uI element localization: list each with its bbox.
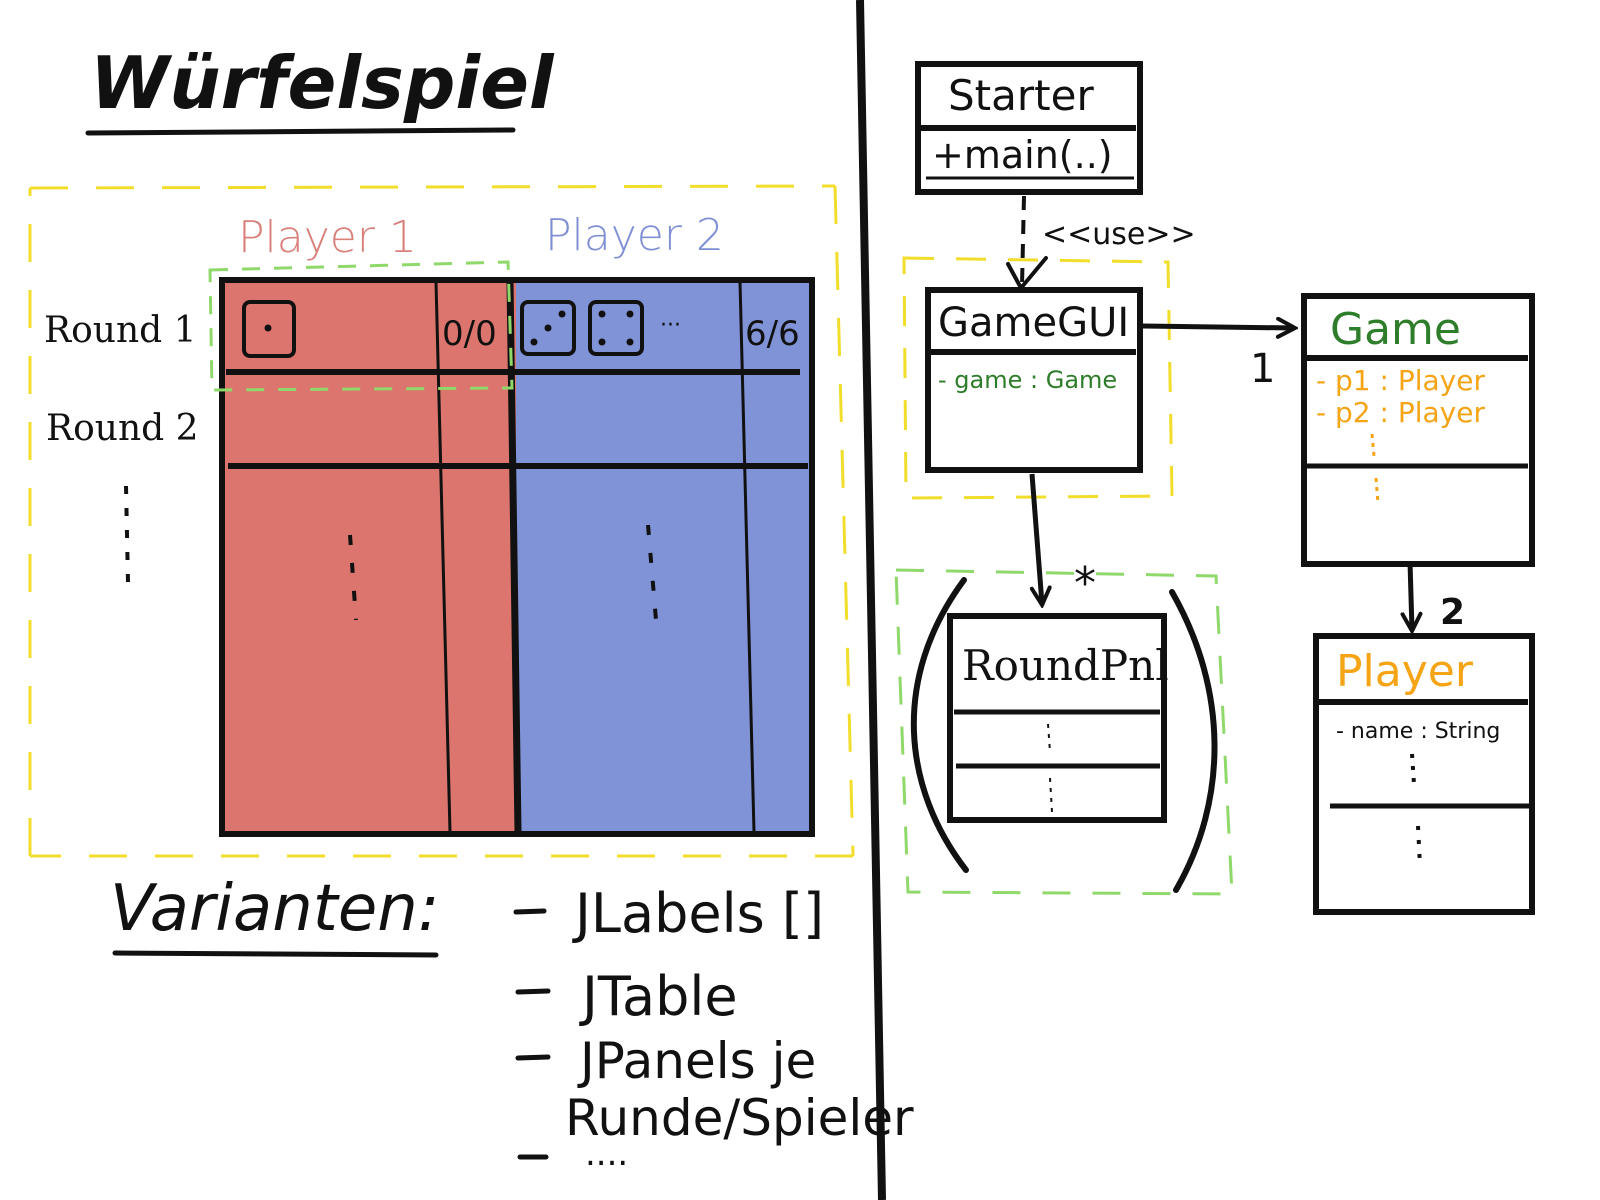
use-dependency-arrow	[1020, 195, 1026, 287]
class-attribute: - game : Game	[938, 366, 1117, 394]
variant-item: Runde/Spieler	[565, 1089, 914, 1147]
use-stereotype: <<use>>	[1042, 217, 1196, 252]
player2-label: Player 2	[545, 210, 724, 261]
title-underline	[85, 127, 516, 136]
uml-class-game: Game - p1 : Player - p2 : Player	[1301, 293, 1535, 567]
class-attribute: - name : String	[1336, 719, 1500, 744]
player2-score: 6/6	[745, 314, 800, 354]
round1-label: Round 1	[44, 310, 197, 351]
gamegui-game-association	[1141, 326, 1294, 328]
page-divider	[856, 0, 886, 1200]
variant-item: JPanels je	[577, 1032, 816, 1090]
gamegui-yellow-frame	[902, 256, 1174, 500]
variants-heading: Varianten:	[110, 872, 439, 946]
game-player-association	[1410, 561, 1412, 630]
die-one-icon	[242, 300, 296, 358]
variant-item: JTable	[579, 965, 738, 1028]
cell-green-highlight	[208, 260, 514, 392]
uml-class-gamegui: GameGUI - game : Game	[925, 287, 1143, 473]
round2-label: Round 2	[46, 408, 199, 449]
use-arrowhead	[1006, 256, 1048, 292]
uml-class-player: Player - name : String	[1313, 633, 1535, 915]
uml-class-starter: Starter +main(..)	[915, 61, 1143, 195]
mockup-outer-border	[219, 277, 815, 837]
class-name: Game	[1330, 304, 1461, 355]
page-title: Würfelspiel	[90, 41, 555, 125]
gamegui-roundpnl-association	[1029, 473, 1042, 604]
class-method: +main(..)	[932, 133, 1113, 177]
variant-item: ....	[585, 1134, 628, 1174]
roundpnl-green-frame	[894, 568, 1234, 896]
mockup-yellow-frame	[28, 184, 855, 858]
variant-item: JLabels []	[572, 882, 824, 945]
multiplicity-round: *	[1074, 558, 1096, 609]
multiplicity-game: 1	[1250, 346, 1275, 392]
player1-column	[222, 280, 516, 836]
class-attribute: - p2 : Player	[1316, 396, 1485, 429]
uml-class-roundpnl: RoundPnl	[947, 613, 1169, 823]
multiplicity-player: 2	[1440, 592, 1465, 633]
rounds-continue-dots	[124, 485, 130, 583]
class-name: RoundPnl	[962, 641, 1169, 690]
player1-label: Player 1	[238, 212, 417, 263]
more-dice-ellipsis: ···	[660, 313, 681, 338]
class-name: Player	[1336, 646, 1474, 697]
roundpnl-left-paren	[910, 577, 969, 873]
player2-column	[516, 280, 812, 832]
roundpnl-right-paren	[1169, 589, 1218, 893]
player1-score: 0/0	[442, 314, 497, 354]
variants-underline	[112, 950, 439, 958]
die-four-icon	[588, 300, 644, 356]
class-attribute: - p1 : Player	[1316, 364, 1485, 397]
class-name: GameGUI	[938, 300, 1129, 346]
variants-list: JLabels [] JTable JPanels je Runde/Spiel…	[513, 882, 914, 1174]
die-three-icon	[520, 300, 576, 356]
class-name: Starter	[948, 71, 1094, 120]
